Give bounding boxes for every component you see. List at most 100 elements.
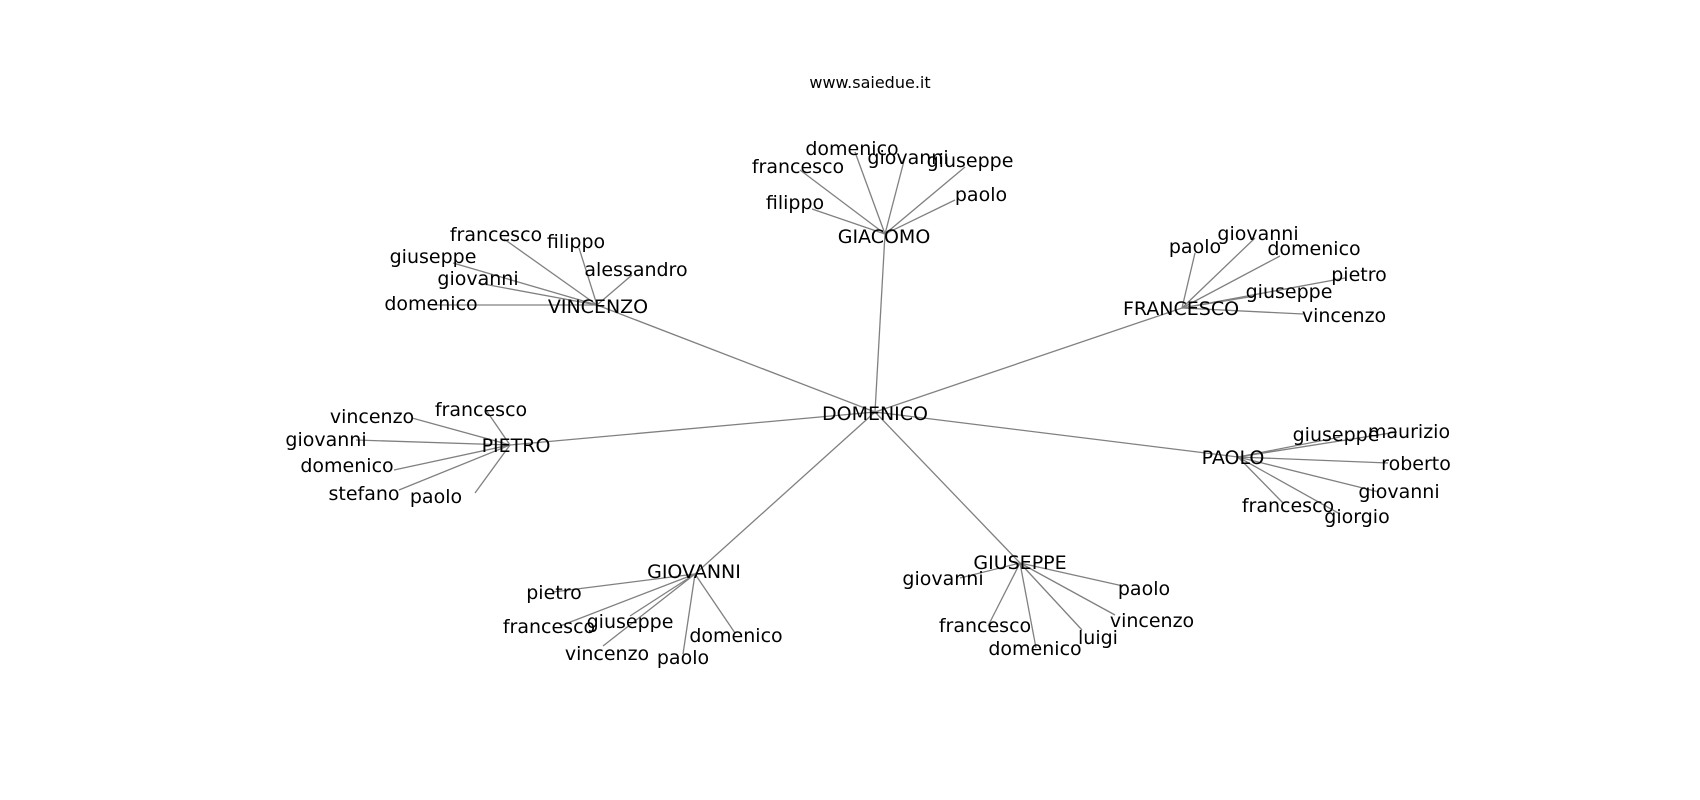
node-group-giacomo: GIACOMO: [838, 226, 931, 248]
edge-francesco-giuseppe: [1181, 295, 1256, 309]
node-leaf-francesco-giuseppe: giuseppe: [1246, 281, 1333, 303]
edge-giacomo-francesco: [799, 169, 886, 235]
edge-giuseppe-vincenzo: [1019, 562, 1116, 616]
node-leaf-giovanni-pietro: pietro: [526, 582, 582, 604]
edge-vincenzo-francesco: [503, 238, 598, 306]
node-leaf-vincenzo-giovanni: giovanni: [437, 268, 518, 290]
node-leaf-giacomo-giuseppe: giuseppe: [927, 150, 1014, 172]
node-leaf-vincenzo-giuseppe: giuseppe: [390, 246, 477, 268]
node-leaf-giovanni-giuseppe: giuseppe: [587, 611, 674, 633]
node-leaf-paolo-maurizio: maurizio: [1368, 421, 1450, 443]
node-leaf-giacomo-domenico: domenico: [805, 138, 898, 160]
edge-vincenzo-filippo: [578, 247, 598, 306]
node-leaf-giacomo-giovanni: giovanni: [867, 147, 948, 169]
edge-root-francesco: [874, 307, 1183, 413]
edge-giacomo-domenico: [854, 151, 886, 235]
node-leaf-giuseppe-giovanni: giovanni: [902, 568, 983, 590]
graph-title: www.saiedue.it: [809, 73, 930, 92]
edge-giuseppe-paolo: [1019, 562, 1124, 587]
node-leaf-pietro-stefano: stefano: [328, 483, 399, 505]
edge-giacomo-giuseppe: [884, 166, 966, 235]
edge-pietro-vincenzo: [411, 417, 511, 446]
node-leaf-giuseppe-francesco: francesco: [939, 615, 1031, 637]
edge-francesco-paolo: [1181, 252, 1196, 309]
edge-vincenzo-giuseppe: [452, 262, 598, 306]
edge-giovanni-giuseppe: [629, 573, 696, 617]
node-leaf-paolo-giovanni: giovanni: [1358, 481, 1439, 503]
node-leaf-giuseppe-vincenzo: vincenzo: [1110, 610, 1194, 632]
node-leaf-vincenzo-alessandro: alessandro: [584, 259, 687, 281]
edge-vincenzo-giovanni: [477, 282, 598, 306]
node-leaf-francesco-paolo: paolo: [1169, 236, 1221, 258]
edge-giovanni-domenico: [694, 573, 736, 634]
edge-giacomo-filippo: [811, 208, 886, 235]
edge-root-giuseppe: [874, 411, 1021, 564]
edge-paolo-francesco: [1237, 456, 1284, 504]
edge-paolo-roberto: [1237, 456, 1389, 464]
edge-pietro-giovanni: [355, 439, 511, 446]
edge-francesco-domenico: [1181, 255, 1281, 309]
node-group-vincenzo: VINCENZO: [548, 296, 648, 318]
node-leaf-francesco-domenico: domenico: [1267, 238, 1360, 260]
node-leaf-paolo-giorgio: giorgio: [1324, 506, 1389, 528]
node-leaf-giacomo-francesco: francesco: [752, 156, 844, 178]
node-leaf-paolo-giuseppe: giuseppe: [1293, 424, 1380, 446]
edge-root-paolo: [874, 411, 1239, 458]
edge-giuseppe-domenico: [1019, 562, 1037, 649]
node-leaf-giuseppe-paolo: paolo: [1118, 578, 1170, 600]
node-group-giovanni: GIOVANNI: [647, 561, 741, 583]
edge-francesco-giovanni: [1181, 237, 1256, 309]
node-group-giuseppe: GIUSEPPE: [973, 552, 1066, 574]
edge-paolo-giorgio: [1237, 456, 1341, 515]
edge-francesco-vincenzo: [1181, 307, 1304, 315]
edge-giovanni-paolo: [682, 573, 696, 655]
edge-giovanni-vincenzo: [602, 573, 696, 647]
edge-pietro-paolo: [474, 444, 511, 494]
node-leaf-vincenzo-domenico: domenico: [384, 293, 477, 315]
node-leaf-pietro-francesco: francesco: [435, 399, 527, 421]
edge-root-pietro: [509, 411, 876, 446]
edge-root-giovanni: [694, 411, 876, 575]
edge-root-vincenzo: [596, 304, 876, 413]
node-leaf-paolo-roberto: roberto: [1381, 453, 1451, 475]
node-leaf-pietro-domenico: domenico: [300, 455, 393, 477]
node-leaf-francesco-pietro: pietro: [1331, 264, 1387, 286]
node-leaf-giacomo-filippo: filippo: [766, 192, 824, 214]
node-leaf-paolo-francesco: francesco: [1242, 495, 1334, 517]
edge-root-giacomo: [874, 233, 886, 413]
node-group-paolo: PAOLO: [1202, 447, 1265, 469]
edge-giovanni-francesco: [559, 573, 696, 627]
node-group-francesco: FRANCESCO: [1123, 298, 1239, 320]
edge-pietro-domenico: [393, 444, 511, 471]
edge-giuseppe-francesco: [987, 562, 1021, 627]
edge-giuseppe-luigi: [1019, 562, 1083, 631]
edge-giacomo-giovanni: [884, 156, 906, 235]
node-leaf-giovanni-domenico: domenico: [689, 625, 782, 647]
node-root: DOMENICO: [822, 403, 928, 425]
node-leaf-giuseppe-luigi: luigi: [1078, 627, 1118, 649]
node-leaf-giovanni-paolo: paolo: [657, 647, 709, 669]
node-leaf-giovanni-francesco: francesco: [503, 616, 595, 638]
edge-giuseppe-giovanni: [959, 562, 1021, 579]
node-leaf-giuseppe-domenico: domenico: [988, 638, 1081, 660]
node-leaf-pietro-paolo: paolo: [410, 486, 462, 508]
node-leaf-giovanni-vincenzo: vincenzo: [565, 643, 649, 665]
node-leaf-giacomo-paolo: paolo: [955, 184, 1007, 206]
node-leaf-vincenzo-francesco: francesco: [450, 224, 542, 246]
edge-paolo-giuseppe: [1237, 436, 1341, 458]
edge-giacomo-paolo: [884, 199, 956, 235]
node-group-pietro: PIETRO: [482, 435, 551, 457]
edge-vincenzo-alessandro: [596, 274, 633, 306]
edges-layer: [355, 151, 1398, 655]
edge-paolo-maurizio: [1237, 431, 1398, 458]
edge-giovanni-pietro: [552, 573, 696, 593]
edge-paolo-giovanni: [1237, 456, 1380, 493]
node-leaf-pietro-giovanni: giovanni: [285, 429, 366, 451]
node-leaf-pietro-vincenzo: vincenzo: [330, 406, 414, 428]
node-leaf-francesco-giovanni: giovanni: [1217, 223, 1298, 245]
node-leaf-francesco-vincenzo: vincenzo: [1302, 305, 1386, 327]
node-leaf-vincenzo-filippo: filippo: [547, 231, 605, 253]
edge-pietro-stefano: [398, 444, 511, 491]
